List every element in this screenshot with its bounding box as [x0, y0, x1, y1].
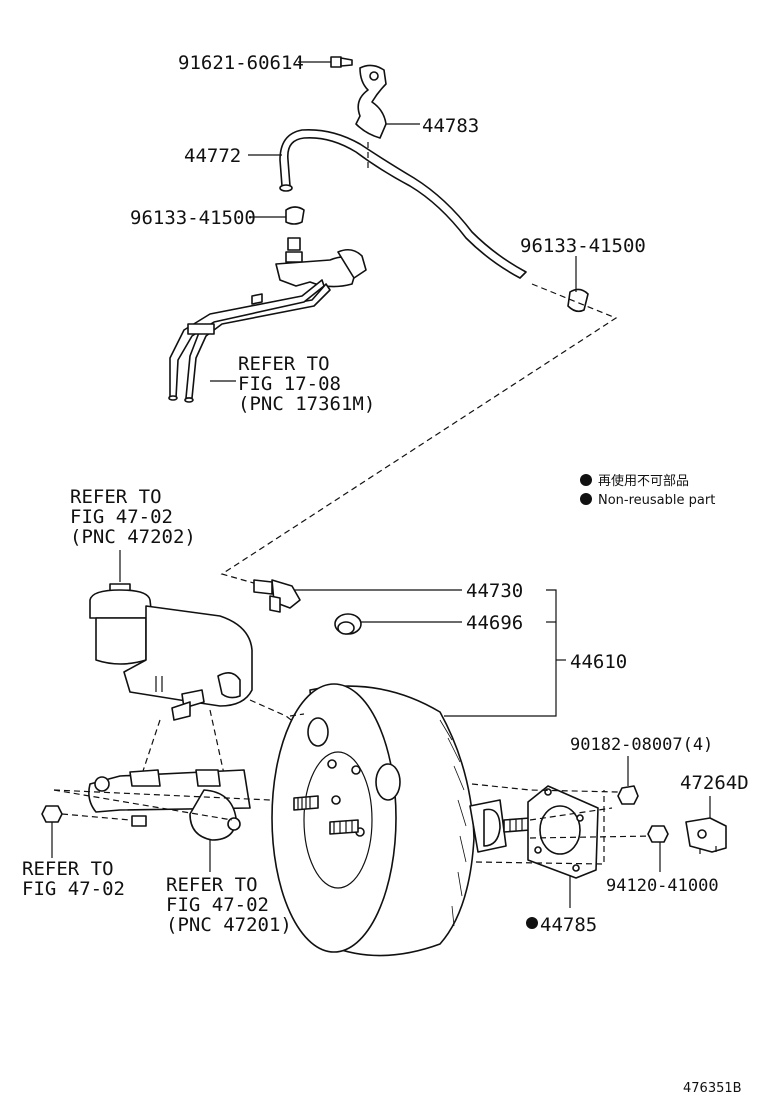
reservoir-47202 [89, 583, 253, 721]
label-91621-60614: 91621-60614 [178, 52, 304, 74]
non-reusable-dot-icon [580, 493, 592, 505]
refer-47-02-line2: FIG 47-02 [22, 878, 125, 900]
hose-44772 [279, 128, 527, 279]
label-94120-41000: 94120-41000 [606, 876, 719, 896]
refer-47201-line3: (PNC 47201) [166, 914, 292, 936]
vacuum-pipe-assembly [168, 237, 367, 403]
label-47264D: 47264D [680, 772, 749, 794]
refer-47202-line2: FIG 47-02 [70, 506, 173, 528]
gasket-44785 [527, 785, 599, 879]
label-44610: 44610 [570, 651, 627, 673]
bracket-44783 [355, 64, 387, 139]
label-90182-08007: 90182-08007(4) [570, 735, 713, 755]
refer-47201-line2: FIG 47-02 [166, 894, 269, 916]
refer-47202-line1: REFER TO [70, 486, 162, 508]
legend-english: Non-reusable part [598, 493, 715, 508]
legend-japanese: 再使用不可部品 [598, 473, 689, 489]
refer-47-02-line1: REFER TO [22, 858, 114, 880]
nut-left [41, 805, 63, 823]
non-reusable-dot-icon [526, 917, 538, 929]
label-96133-41500-left: 96133-41500 [130, 207, 256, 229]
master-cylinder-47201 [88, 769, 251, 841]
refer-17-08-line2: FIG 17-08 [238, 373, 341, 395]
bolt-91621 [330, 56, 353, 68]
nut-94120 [647, 825, 669, 843]
refer-47201-line1: REFER TO [166, 874, 258, 896]
refer-47202-line3: (PNC 47202) [70, 526, 196, 548]
legend: 再使用不可部品 Non-reusable part [580, 473, 715, 508]
nut-90182 [617, 785, 639, 805]
refer-17-08-line3: (PNC 17361M) [238, 393, 375, 415]
label-44772: 44772 [184, 145, 241, 167]
clamp-96133-left [285, 206, 305, 225]
label-44696: 44696 [466, 612, 523, 634]
bracket-47264D [685, 817, 727, 854]
label-96133-41500-right: 96133-41500 [520, 235, 646, 257]
label-44730: 44730 [466, 580, 523, 602]
refer-17-08-line1: REFER TO [238, 353, 330, 375]
brake-booster-44610 [271, 683, 475, 957]
figure-id: 476351B [683, 1081, 742, 1096]
grommet-44696 [334, 613, 362, 635]
push-rod-assembly [469, 799, 531, 853]
label-44783: 44783 [422, 115, 479, 137]
check-valve-44730 [253, 579, 301, 613]
non-reusable-dot-icon [580, 474, 592, 486]
label-44785: 44785 [540, 914, 597, 936]
